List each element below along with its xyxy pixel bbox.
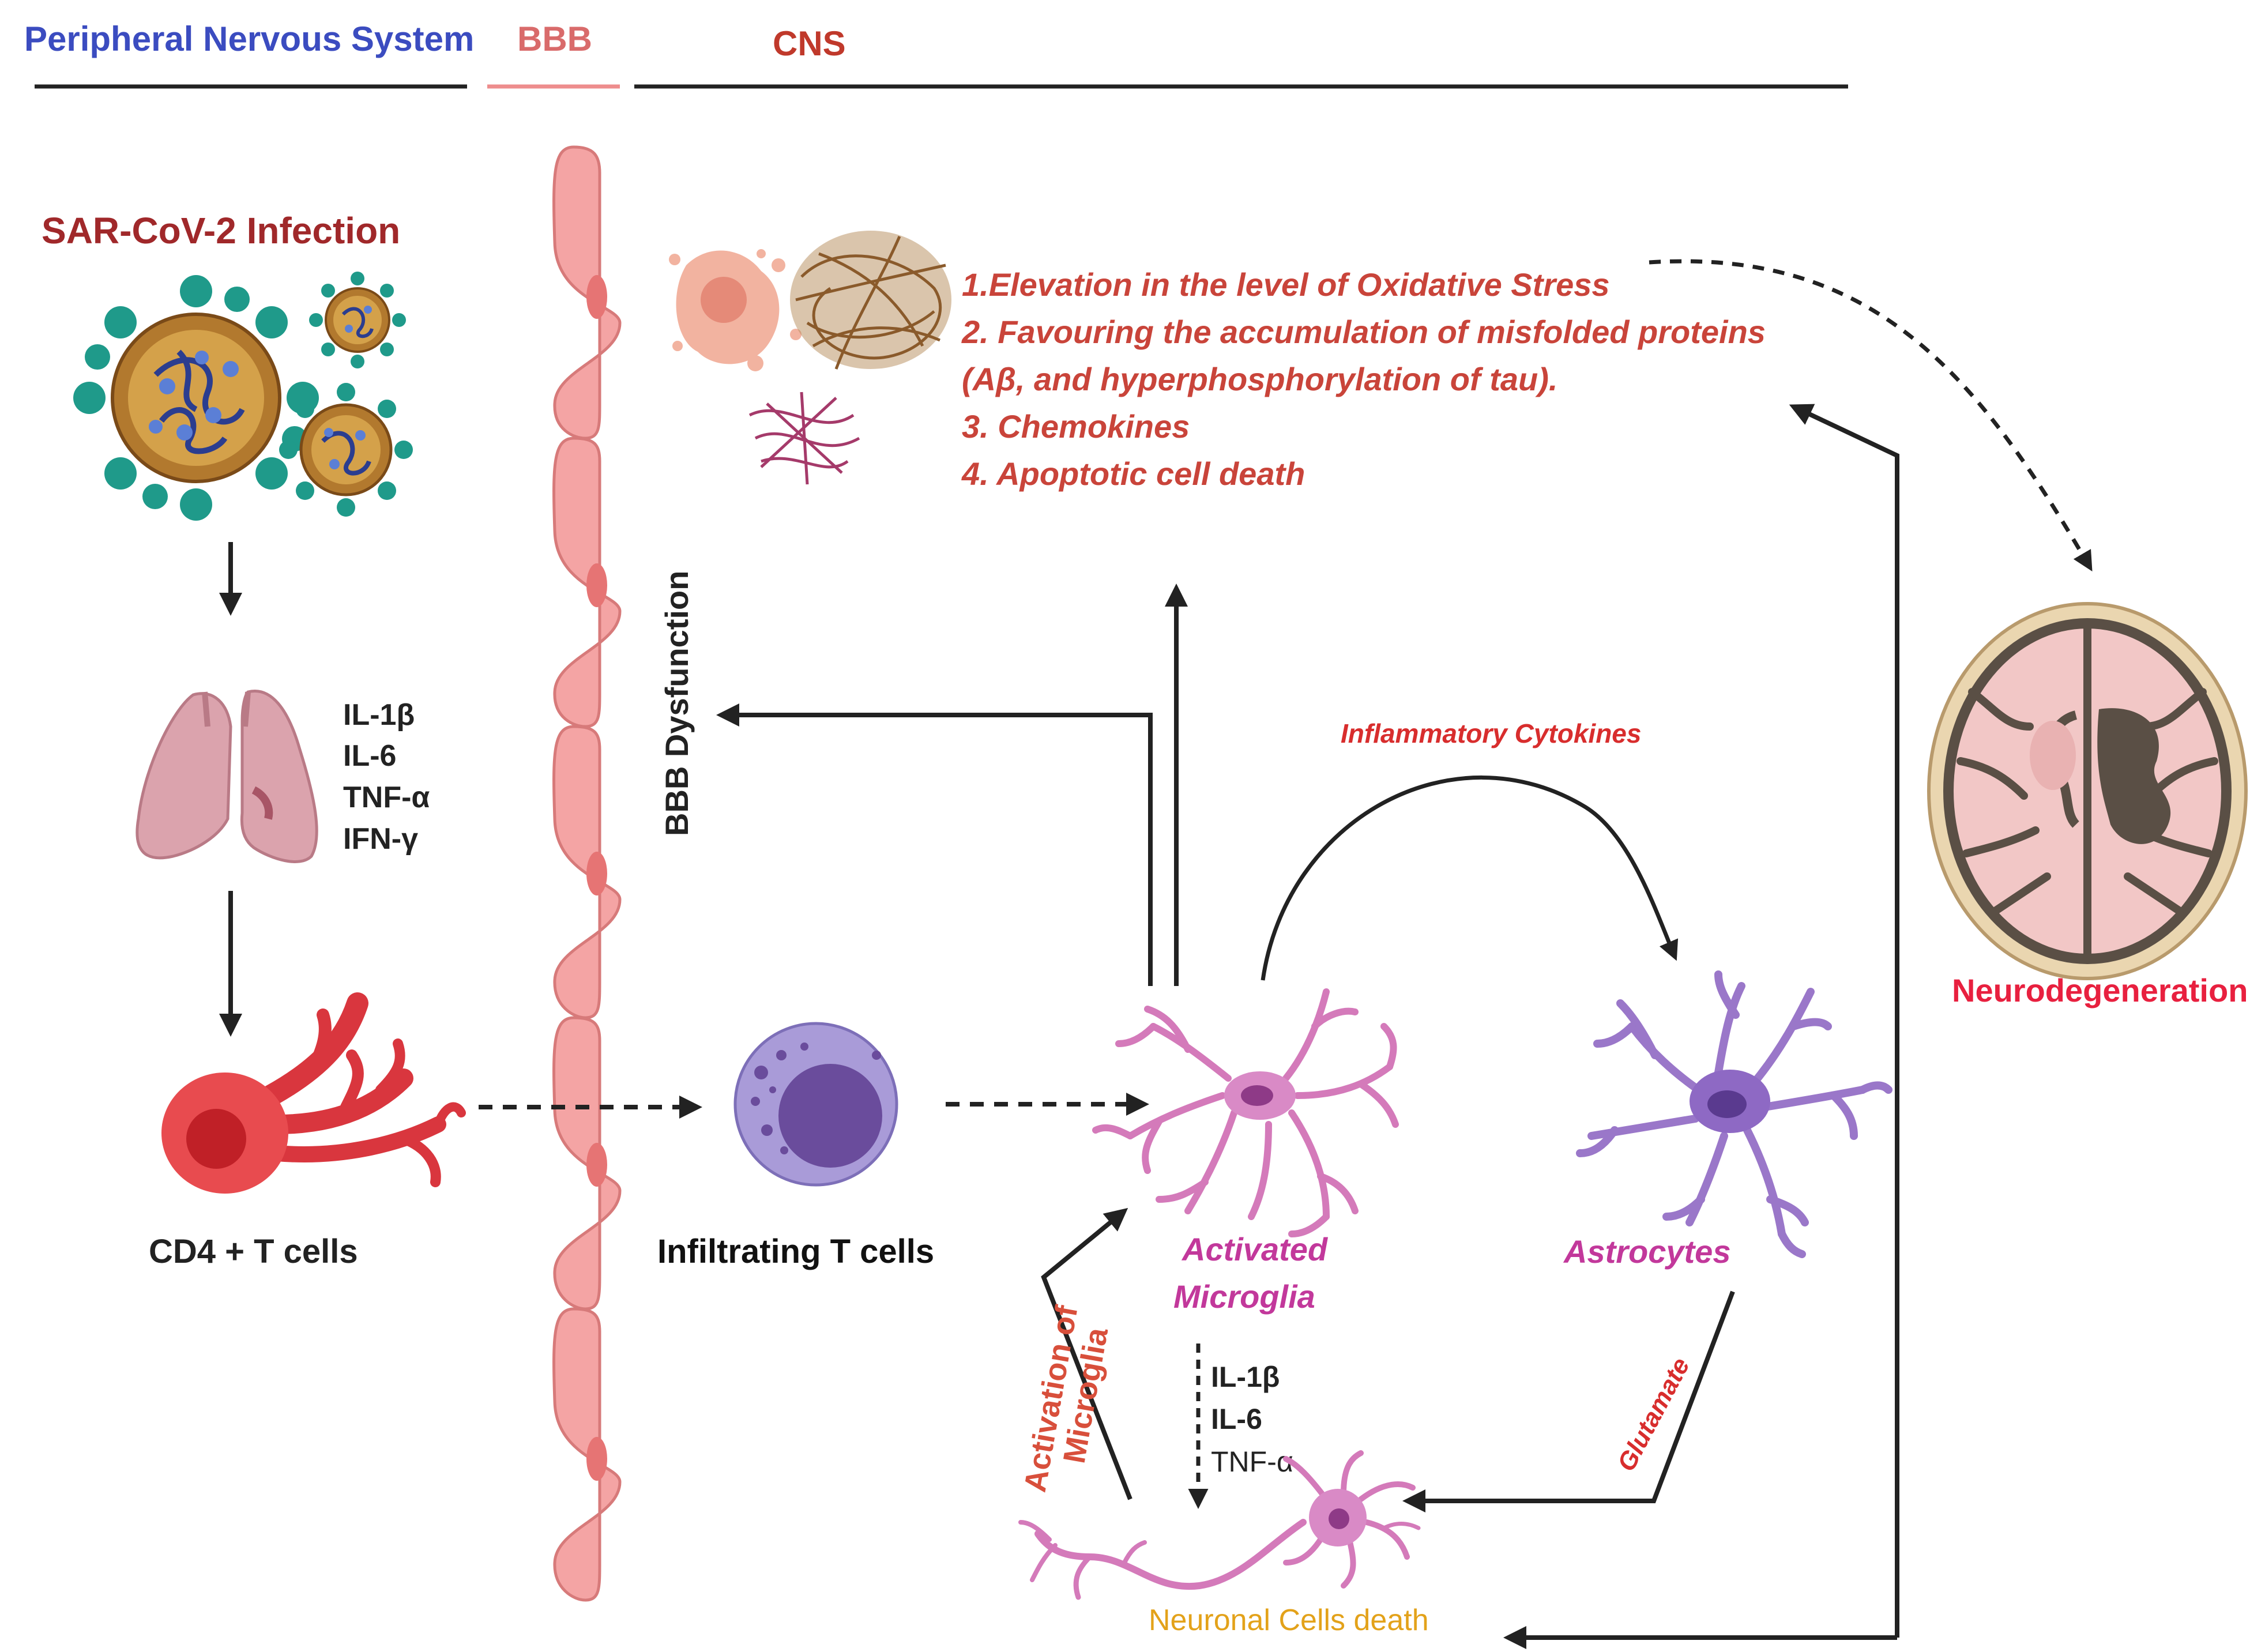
inflammatory-cytokines-label: Inflammatory Cytokines [1341,718,1641,748]
cd4-label: CD4 + T cells [149,1233,358,1270]
brain-icon [1927,602,2248,980]
virus-small-icon [309,272,406,368]
effect-abeta-tau: (Aβ, and hyperphosphorylation of tau). [962,361,1557,397]
amyloid-plaque-icon [669,249,802,371]
effects-list: 1.Elevation in the level of Oxidative St… [961,266,1766,492]
arrow-to-effects-return [1789,404,1899,1638]
microglia-label-line2: Microglia [1173,1278,1315,1315]
microglia-cytokine-tnfa: TNF-α [1211,1446,1293,1478]
neuron-icon [1018,1450,1421,1600]
cytokine-il1b: IL-1β [343,698,415,732]
arrow-effects-to-neurodegeneration [1649,259,2093,572]
endothelial-cell [552,1307,622,1602]
endothelial-cell [552,145,622,440]
neuron-nucleus [1329,1508,1349,1529]
cytokine-tnfa: TNF-α [343,781,430,814]
arrow-microglia-to-astrocytes [1261,776,1679,981]
activated-microglia-icon [1092,988,1399,1237]
infiltrating-label: Infiltrating T cells [657,1233,934,1270]
glutamate-label: Glutamate [1612,1353,1695,1476]
endothelial-cell [552,1016,622,1311]
fibril-icon [748,392,860,485]
microglia-cytokine-il6: IL-6 [1211,1403,1262,1435]
neuronal-death-label: Neuronal Cells death [1149,1604,1429,1637]
arrow-microglia-to-bbb [716,703,1153,986]
effect-oxidative-stress: 1.Elevation in the level of Oxidative St… [962,266,1610,303]
virus-large-icon [73,275,319,521]
bbb-barrier [552,145,622,1602]
endothelial-cell [552,725,622,1019]
neurodegeneration-label: Neurodegeneration [1952,972,2248,1008]
astrocyte-icon [1576,970,1892,1258]
arrow-neuron-to-microglia [1041,1207,1132,1500]
astrocyte-nucleus [1707,1090,1747,1118]
cns-header: CNS [773,24,846,63]
cytokine-il6: IL-6 [343,739,396,773]
bbb-header: BBB [517,20,592,58]
bbb-dysfunction-label: BBB Dysfunction [659,571,695,836]
microglia-nucleus [1241,1085,1273,1106]
tau-tangle-icon [790,231,951,370]
effect-misfolded-proteins: 2. Favouring the accumulation of misfold… [961,314,1766,350]
microglia-label-line1: Activated [1181,1231,1329,1267]
virus-medium-icon [279,383,413,517]
cytokine-ifng: IFN-γ [343,822,418,856]
microglia-cytokine-il1b: IL-1β [1211,1361,1280,1393]
lungs-icon [136,690,318,863]
infection-title: SAR-CoV-2 Infection [42,210,400,251]
header: Peripheral Nervous System BBB CNS [24,20,1848,89]
pns-header: Peripheral Nervous System [24,20,474,58]
astrocytes-label: Astrocytes [1563,1233,1730,1270]
lung-cytokine-list: IL-1β IL-6 TNF-α IFN-γ [343,698,430,856]
effect-apoptotic-death: 4. Apoptotic cell death [961,456,1305,492]
arrow-astrocyte-to-neuron [1402,1290,1735,1512]
cd4-tcell-icon [161,992,466,1194]
endothelial-cell [552,436,622,728]
effect-chemokines: 3. Chemokines [962,408,1190,445]
infiltrating-tcell-icon [733,1022,898,1187]
